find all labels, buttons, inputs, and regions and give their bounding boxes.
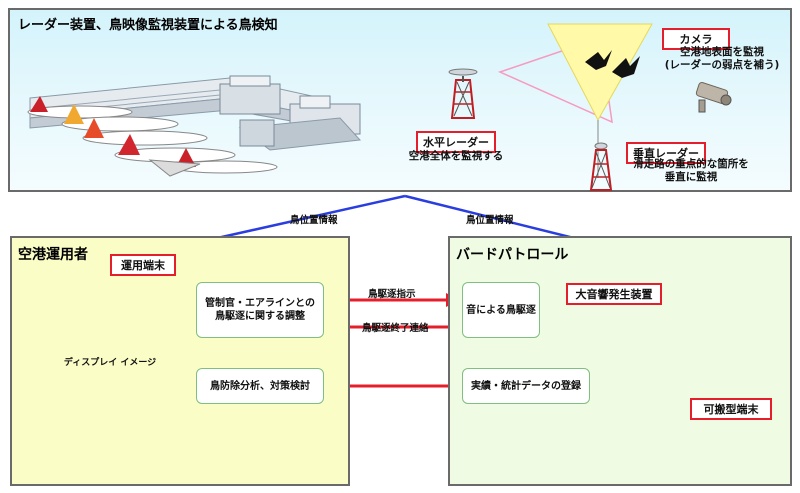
horizontal-radar-tower-icon	[448, 68, 478, 119]
camera-label: カメラ	[662, 28, 730, 50]
bird-position-info-left: 鳥位置情報	[290, 215, 338, 226]
repel-instruction-label: 鳥駆逐指示	[368, 289, 416, 300]
airport-operator-panel: 空港運用者	[10, 236, 350, 486]
airplanes-image	[27, 96, 278, 177]
birds-icon	[585, 50, 640, 78]
analysis-box: 鳥防除分析、対策検討	[196, 368, 324, 404]
portable-terminal-label: 可搬型端末	[690, 398, 772, 420]
horizontal-radar-label: 水平レーダー	[416, 131, 496, 153]
camera-description: 空港地表面を監視 (レーダーの弱点を補う)	[664, 46, 780, 71]
operation-terminal-label: 運用端末	[110, 254, 176, 276]
vertical-radar-description: 滑走路の重点的な箇所を 垂直に監視	[633, 158, 749, 183]
bird-patrol-title: バードパトロール	[456, 247, 569, 263]
display-image-label: ディスプレイ イメージ	[63, 358, 157, 368]
camera-icon	[695, 81, 732, 113]
vertical-radar-cone	[547, 23, 653, 122]
airport-operator-title: 空港運用者	[18, 247, 88, 263]
detection-title: レーダー装置、鳥映像監視装置による鳥検知	[18, 18, 278, 33]
loud-speaker-label: 大音響発生装置	[566, 283, 662, 305]
horizontal-radar-description: 空港全体を監視する	[408, 150, 504, 162]
bird-patrol-panel: バードパトロール	[448, 236, 792, 486]
repel-completion-label: 鳥駆逐終了連絡	[362, 323, 429, 334]
vertical-radar-label: 垂直レーダー	[626, 142, 706, 164]
coordination-box: 管制官・エアラインとの 鳥駆逐に関する調整	[196, 282, 324, 338]
records-box: 実績・統計データの登録	[462, 368, 590, 404]
bird-position-info-right: 鳥位置情報	[466, 215, 514, 226]
sound-repel-box: 音による鳥駆逐	[462, 282, 540, 338]
vertical-radar-tower-icon	[589, 142, 613, 191]
